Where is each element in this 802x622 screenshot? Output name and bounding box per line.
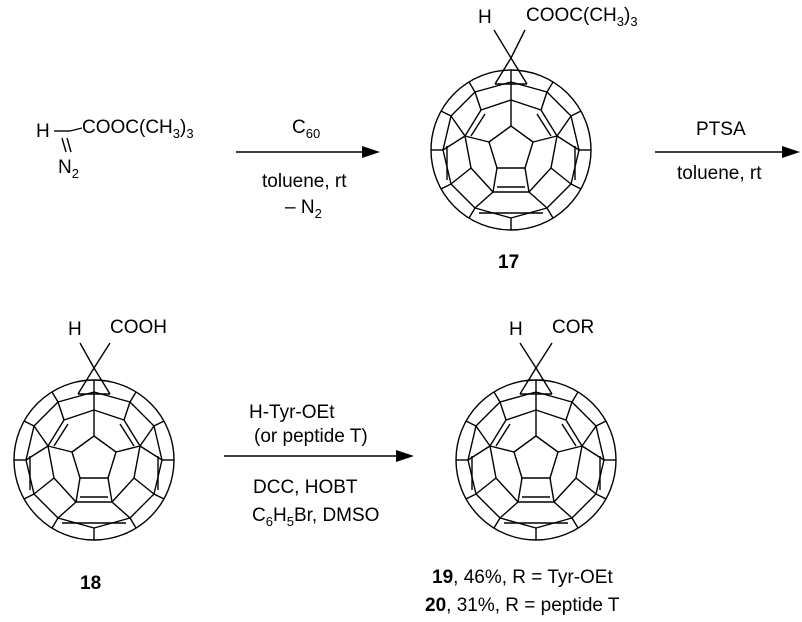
arrow1-conditions: toluene, rt (262, 171, 347, 192)
arrow3-solvent-a: C (252, 505, 266, 526)
arrow1-top-text: C (292, 117, 306, 138)
reagent-ester-close-sub: 3 (186, 126, 194, 141)
product-20-details: , 31%, R = peptide T (446, 595, 620, 616)
reagent-ester-close: ) (180, 117, 187, 138)
arrow3-coupling: DCC, HOBT (253, 477, 358, 498)
product-19-details: , 46%, R = Tyr-OEt (453, 567, 613, 588)
c18-group: COOH (110, 317, 167, 338)
arrow1-byproduct: – N2 (285, 197, 322, 220)
c17-ester: COOC(CH3)3 (526, 5, 638, 28)
arrow2-conditions: toluene, rt (677, 163, 762, 184)
product-line-20: 20, 31%, R = peptide T (425, 596, 620, 615)
arrow3-reagent: H-Tyr-OEt (249, 402, 335, 423)
c17-ester-close-sub: 3 (630, 14, 638, 29)
c18-label: 18 (80, 573, 102, 594)
arrow2-reagent: PTSA (696, 119, 746, 140)
c17-ester-close: ) (624, 5, 631, 26)
c17-label: 17 (498, 252, 520, 273)
c17-ester-sub: 3 (616, 14, 625, 29)
product-h: H (509, 319, 523, 340)
arrow1-bottom2-sub: 2 (314, 206, 322, 221)
arrow3-reagent-alt: (or peptide T) (254, 426, 368, 447)
arrow1-reagent: C60 (292, 117, 320, 140)
arrow3-solvent-b-sub: 5 (286, 514, 294, 529)
arrow3-solvent-c: Br, DMSO (293, 505, 380, 526)
reagent-h: H (36, 121, 50, 142)
arrow3-solvent: C6H5Br, DMSO (252, 505, 380, 528)
product-19-label: 19 (432, 567, 454, 588)
product-group: COR (552, 317, 595, 338)
reagent-ester-sub: 3 (172, 126, 181, 141)
reagent-n-sub: 2 (71, 166, 79, 181)
product-20-label: 20 (425, 595, 447, 616)
arrow3-solvent-b: H (272, 505, 287, 526)
arrow3-solvent-a-sub: 6 (265, 514, 273, 529)
reagent-n2: N2 (58, 157, 79, 180)
product-line-19: 19, 46%, R = Tyr-OEt (432, 568, 613, 587)
c17-ester-text: COOC(CH (526, 5, 617, 26)
reagent-n-text: N (58, 157, 72, 178)
c18-h: H (68, 319, 82, 340)
arrow1-top-sub: 60 (305, 126, 321, 141)
c17-h: H (478, 7, 492, 28)
arrow1-bottom2-text: – N (285, 197, 315, 218)
reagent-ester: COOC(CH3)3 (82, 117, 194, 140)
reagent-ester-text: COOC(CH (82, 117, 173, 138)
